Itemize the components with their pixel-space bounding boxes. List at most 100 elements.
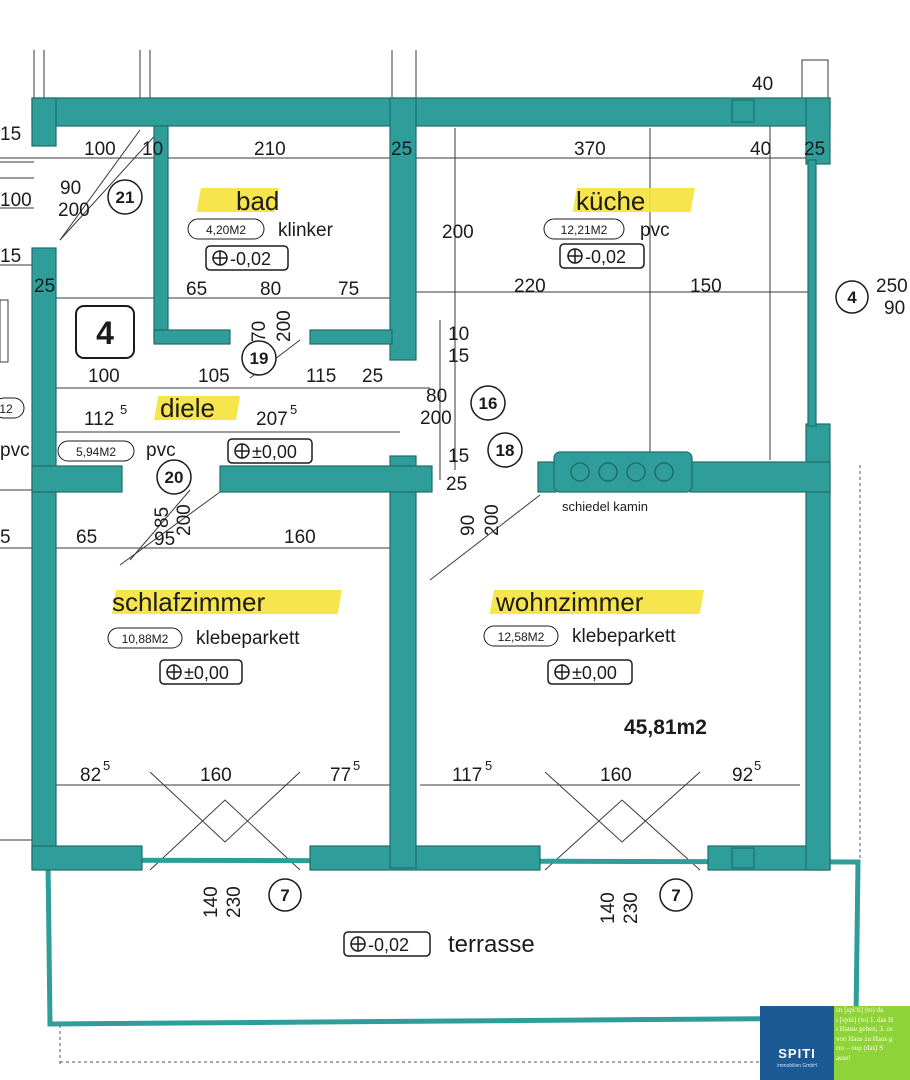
svg-text:230: 230 (621, 892, 642, 924)
door-number-18: 18 (487, 432, 523, 468)
dimensions-left-col: 100 15 25 90 200 (0, 178, 90, 297)
room-name-wohnzimmer: wohnzimmer (495, 587, 644, 617)
svg-text:5: 5 (353, 758, 360, 773)
svg-text:95: 95 (154, 529, 175, 550)
level-marker-bad: -0,02 (205, 245, 289, 271)
svg-text:21: 21 (116, 188, 135, 207)
svg-text:207: 207 (256, 409, 288, 430)
svg-text:5: 5 (754, 758, 761, 773)
svg-text:75: 75 (338, 279, 359, 300)
svg-text:10: 10 (142, 139, 163, 160)
door-number-21: 21 (107, 179, 143, 215)
definition-line: ı Hause gehen; 3. σε (836, 1025, 894, 1033)
svg-text:85: 85 (152, 507, 173, 528)
svg-text:15: 15 (0, 124, 21, 145)
svg-text:200: 200 (174, 504, 195, 536)
svg-text:80: 80 (426, 386, 447, 407)
total-area: 45,81m2 (624, 716, 707, 739)
svg-text:80: 80 (260, 279, 281, 300)
material-schlafzimmer: klebeparkett (196, 628, 300, 649)
material-left-partial: pvc (0, 440, 30, 461)
svg-text:210: 210 (254, 139, 286, 160)
area-left-partial: 12 (0, 402, 13, 416)
material-kueche: pvc (640, 220, 670, 241)
level-marker-diele: ±0,00 (227, 438, 313, 464)
area-pill-diele (57, 440, 135, 462)
level-kueche: -0,02 (585, 247, 626, 267)
dimensions-bottom-row: 82 5 160 77 5 117 5 160 92 5 (80, 758, 761, 786)
svg-text:115: 115 (306, 366, 336, 387)
area-pill-kueche (543, 218, 625, 240)
svg-text:140: 140 (201, 886, 222, 918)
svg-text:25: 25 (391, 139, 412, 160)
level-marker-terrasse: -0,02 (343, 931, 431, 957)
svg-text:230: 230 (224, 886, 245, 918)
svg-text:90: 90 (60, 178, 81, 199)
svg-text:200: 200 (58, 200, 90, 221)
level-wohnzimmer: ±0,00 (572, 663, 617, 683)
svg-text:18: 18 (496, 441, 515, 460)
svg-text:5: 5 (103, 758, 110, 773)
area-bad: 4,20M2 (206, 223, 246, 237)
level-bad: -0,02 (230, 249, 271, 269)
spiti-logo: SPITI immobilien GmbH (760, 1006, 834, 1080)
diele-highlight (153, 396, 241, 420)
area-pill-bad (187, 218, 265, 240)
svg-text:105: 105 (198, 366, 230, 387)
svg-text:7: 7 (671, 886, 680, 905)
svg-text:200: 200 (274, 310, 295, 342)
svg-text:82: 82 (80, 765, 101, 786)
svg-text:90: 90 (458, 515, 479, 536)
material-wohnzimmer: klebeparkett (572, 626, 676, 647)
room-name-kueche: küche (576, 186, 645, 216)
dimensions-kueche-row: 200 220 150 250 90 (442, 222, 908, 319)
level-marker-kueche: -0,02 (559, 243, 645, 269)
svg-text:65: 65 (186, 279, 207, 300)
construction-lines (0, 50, 861, 1065)
svg-text:370: 370 (574, 139, 606, 160)
svg-text:77: 77 (330, 765, 351, 786)
svg-text:5: 5 (485, 758, 492, 773)
room-name-bad: bad (236, 186, 279, 216)
wohnzimmer-highlight (489, 590, 704, 614)
walls (31, 97, 831, 871)
svg-text:5: 5 (120, 402, 127, 417)
svg-text:7: 7 (280, 886, 289, 905)
material-diele: pvc (146, 440, 176, 461)
level-terrasse: -0,02 (368, 935, 409, 955)
svg-text:200: 200 (442, 222, 474, 243)
svg-text:19: 19 (250, 349, 269, 368)
area-diele: 5,94M2 (76, 445, 116, 459)
area-schlafzimmer: 10,88M2 (122, 632, 169, 646)
svg-text:220: 220 (514, 276, 546, 297)
material-bad: klinker (278, 220, 334, 241)
svg-text:15: 15 (448, 446, 469, 467)
definition-line: ıτο – ουρ (das) S (836, 1044, 884, 1052)
door-number-20: 20 (156, 459, 192, 495)
svg-text:15: 15 (448, 346, 469, 367)
svg-text:200: 200 (420, 408, 452, 429)
svg-text:20: 20 (165, 468, 184, 487)
svg-text:40: 40 (752, 74, 773, 95)
svg-text:15: 15 (0, 246, 21, 267)
svg-text:100: 100 (0, 190, 32, 211)
level-schlafzimmer: ±0,00 (184, 663, 229, 683)
svg-text:160: 160 (600, 765, 632, 786)
schlafzimmer-highlight (111, 590, 342, 614)
level-marker-wohnzimmer: ±0,00 (547, 659, 633, 685)
svg-text:25: 25 (446, 474, 467, 495)
svg-text:100: 100 (84, 139, 116, 160)
area-pill-schlafzimmer (107, 627, 183, 649)
logo-sub: immobilien GmbH (777, 1063, 817, 1069)
svg-text:25: 25 (34, 276, 55, 297)
level-marker-schlafzimmer: ±0,00 (159, 659, 243, 685)
svg-text:160: 160 (284, 527, 316, 548)
dimensions-top-row: 15 100 10 210 25 370 40 25 40 (0, 74, 825, 160)
area-pill-wohnzimmer (483, 625, 559, 647)
door-number-7-right: 7 (659, 878, 693, 912)
area-kueche: 12,21M2 (561, 223, 608, 237)
svg-text:70: 70 (249, 321, 270, 342)
svg-text:112: 112 (84, 409, 114, 430)
svg-text:25: 25 (804, 139, 825, 160)
